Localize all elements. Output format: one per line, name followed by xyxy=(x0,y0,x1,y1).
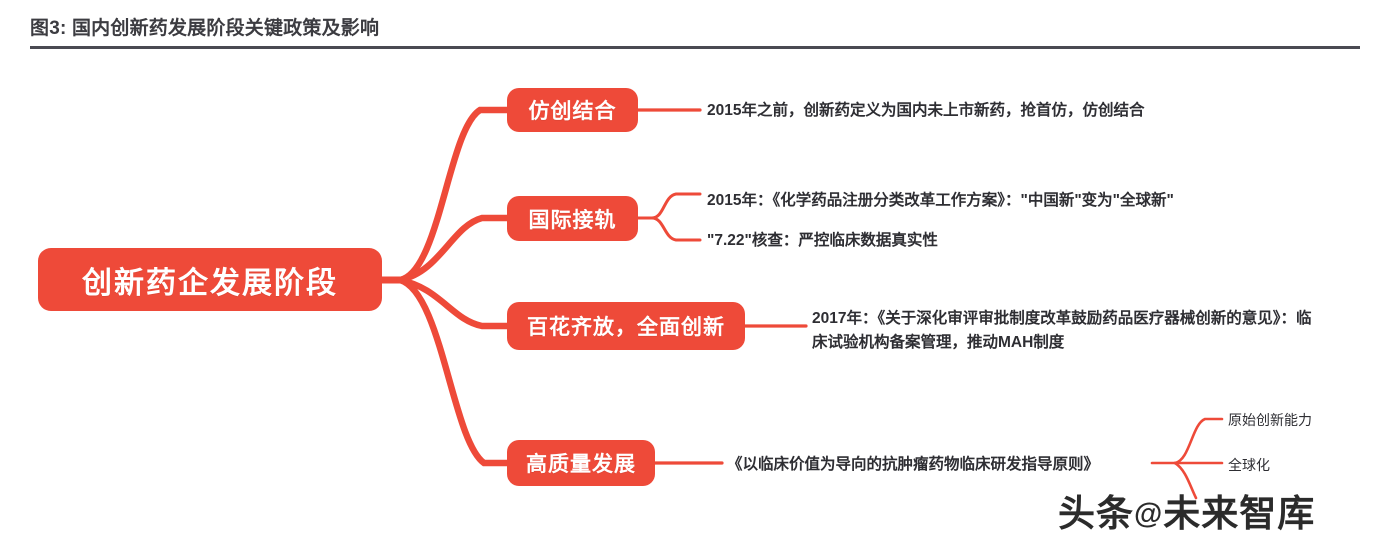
connector-root-to-branch-3 xyxy=(396,276,511,467)
connector-sub-fork-upper xyxy=(1173,417,1224,465)
leaf-text-branch-0-0: 2015年之前，创新药定义为国内未上市新药，抢首仿，仿创结合 xyxy=(707,102,1145,119)
root-node[interactable]: 创新药企发展阶段 xyxy=(38,248,382,311)
branch-node-baihuaqifang[interactable]: 百花齐放，全面创新 xyxy=(507,302,745,350)
header-divider xyxy=(30,46,1360,49)
connector-root-to-branch-2 xyxy=(396,276,511,330)
branch-node-gaozhiliangfazhan[interactable]: 高质量发展 xyxy=(507,440,655,486)
watermark-at-icon: @ xyxy=(1134,498,1164,530)
branch-node-guojijiegui[interactable]: 国际接轨 xyxy=(507,196,638,241)
connector-branch-1-fork-upper xyxy=(636,192,702,220)
watermark-suffix: 未来智库 xyxy=(1163,493,1316,534)
branch-node-label: 国际接轨 xyxy=(528,208,617,232)
watermark: 头条@未来智库 xyxy=(1058,483,1315,537)
leaf-text-branch-3-0: 《以临床价值为导向的抗肿瘤药物临床研发指导原则》 xyxy=(727,456,1100,473)
branch-node-label: 高质量发展 xyxy=(526,453,636,476)
branch-node-label: 百花齐放，全面创新 xyxy=(527,316,725,339)
connector-branch-1-fork-lower xyxy=(636,216,702,242)
branch-node-fangchuangjiehe[interactable]: 仿创结合 xyxy=(507,88,638,132)
page-title: 图3: 国内创新药发展阶段关键政策及影响 xyxy=(30,18,380,39)
watermark-prefix: 头条 xyxy=(1058,493,1134,534)
sub-leaf-text-globalization: 全球化 xyxy=(1228,457,1270,473)
root-node-label: 创新药企发展阶段 xyxy=(82,266,338,300)
leaf-text-branch-1-0: 2015年：《化学药品注册分类改革工作方案》："中国新"变为"全球新" xyxy=(707,192,1174,209)
leaf-text-branch-1-1: "7.22"核查：严控临床数据真实性 xyxy=(707,232,938,249)
leaf-text-branch-2-0: 2017年：《关于深化审评审批制度改革鼓励药品医疗器械创新的意见》：临床试验机构… xyxy=(812,310,1312,352)
connector-root-to-branch-0 xyxy=(396,106,511,284)
sub-leaf-text-original-innovation: 原始创新能力 xyxy=(1228,412,1312,428)
branch-node-label: 仿创结合 xyxy=(528,100,617,123)
connector-root-to-branch-1 xyxy=(396,214,511,284)
